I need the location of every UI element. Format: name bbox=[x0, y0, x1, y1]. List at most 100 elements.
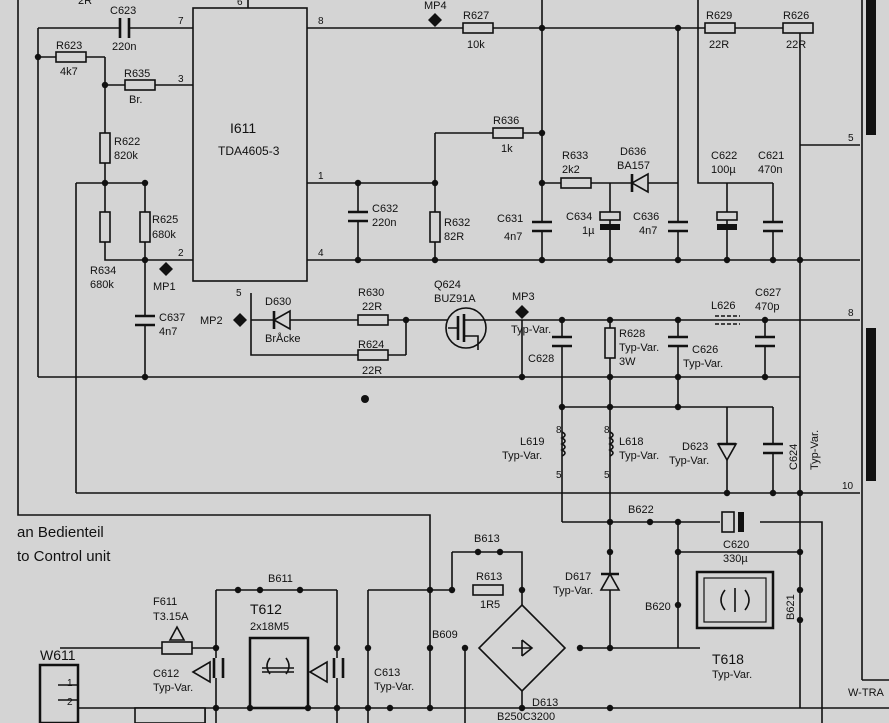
label-d630: D630 bbox=[265, 296, 291, 308]
label-r630: R630 bbox=[358, 287, 384, 299]
label-r632-value: 82R bbox=[444, 231, 464, 243]
ic-ref: I611 bbox=[230, 120, 256, 136]
label-r628-watt: 3W bbox=[619, 356, 636, 368]
label-c621: C621 bbox=[758, 150, 784, 162]
label-c622: C622 bbox=[711, 150, 737, 162]
capacitor-c622 bbox=[716, 211, 738, 230]
pin-1: 1 bbox=[318, 171, 324, 182]
label-c634: C634 bbox=[566, 211, 592, 223]
semiconductors bbox=[161, 172, 740, 693]
fuse-f611 bbox=[161, 625, 193, 655]
label-q624-value: BUZ91A bbox=[434, 293, 476, 305]
label-r636: R636 bbox=[493, 115, 519, 127]
label-c622-value: 100µ bbox=[711, 164, 736, 176]
connector-bar-bottom bbox=[866, 328, 876, 481]
label-t612-value: 2x18M5 bbox=[250, 621, 289, 633]
label-l619-pin8: 8 bbox=[556, 425, 562, 436]
pin-3: 3 bbox=[178, 74, 184, 85]
bridge-rectifier-d613 bbox=[477, 603, 567, 693]
ic-part: TDA4605-3 bbox=[218, 144, 280, 158]
label-mp2: MP2 bbox=[200, 315, 223, 327]
label-l619-value: Typ-Var. bbox=[502, 450, 542, 462]
label-r627: R627 bbox=[463, 10, 489, 22]
ic-i611: I611 TDA4605-3 6 7 8 3 1 2 4 5 bbox=[178, 0, 324, 299]
label-b622: B622 bbox=[628, 504, 654, 516]
label-r613-value: 1R5 bbox=[480, 599, 500, 611]
label-c636: C636 bbox=[633, 211, 659, 223]
testpoint-mp2 bbox=[233, 313, 247, 327]
label-c637: C637 bbox=[159, 312, 185, 324]
label-wtra: W-TRA bbox=[848, 687, 885, 699]
label-r634: R634 bbox=[90, 265, 116, 277]
label-w611-pin2: 2 bbox=[67, 697, 73, 708]
label-r633-value: 2k2 bbox=[562, 164, 580, 176]
label-r623-value: 4k7 bbox=[60, 66, 78, 78]
label-d617-value: Typ-Var. bbox=[553, 585, 593, 597]
capacitor-c634 bbox=[599, 211, 621, 230]
label-c636-value: 4n7 bbox=[639, 225, 657, 237]
label-t618-value: Typ-Var. bbox=[712, 669, 752, 681]
label-f611-value: T3.15A bbox=[153, 611, 189, 623]
resistor-r625 bbox=[139, 211, 151, 243]
label-c626: C626 bbox=[692, 344, 718, 356]
label-r622: R622 bbox=[114, 136, 140, 148]
resistor-r633 bbox=[560, 177, 592, 189]
diode-d617 bbox=[599, 572, 621, 591]
label-r635-value: Br. bbox=[129, 94, 142, 106]
label-r628: R628 bbox=[619, 328, 645, 340]
label-c632-value: 220n bbox=[372, 217, 396, 229]
label-c627: C627 bbox=[755, 287, 781, 299]
label-mp1: MP1 bbox=[153, 281, 176, 293]
capacitor-c632 bbox=[348, 210, 368, 223]
label-c626-value: Typ-Var. bbox=[683, 358, 723, 370]
connector-bar-top bbox=[866, 0, 876, 135]
label-b613: B613 bbox=[474, 533, 500, 545]
label-d636-value: BA157 bbox=[617, 160, 650, 172]
capacitor-c621 bbox=[763, 220, 783, 233]
label-c628: C628 bbox=[528, 353, 554, 365]
connector-w611 bbox=[38, 663, 80, 723]
transformers bbox=[38, 0, 876, 723]
resistors bbox=[55, 22, 814, 596]
testpoint-mp4 bbox=[428, 13, 442, 27]
label-b621: B621 bbox=[785, 594, 797, 620]
label-d623: D623 bbox=[682, 441, 708, 453]
label-l619: L619 bbox=[520, 436, 544, 448]
label-c620: C620 bbox=[723, 539, 749, 551]
label-b620: B620 bbox=[645, 601, 671, 613]
label-sr: 2R bbox=[78, 0, 92, 7]
label-r626-value: 22R bbox=[786, 39, 806, 51]
label-bedien-en: to Control unit bbox=[17, 548, 111, 565]
label-l619-pin5: 5 bbox=[556, 470, 562, 481]
label-tp5: 5 bbox=[848, 133, 854, 144]
label-r636-value: 1k bbox=[501, 143, 513, 155]
label-c612-value: Typ-Var. bbox=[153, 682, 193, 694]
label-c624: C624 bbox=[788, 444, 800, 470]
resistor-r634 bbox=[99, 211, 111, 243]
label-bedien-de: an Bedienteil bbox=[17, 524, 104, 541]
label-r629-value: 22R bbox=[709, 39, 729, 51]
inductor-l619 bbox=[560, 431, 566, 457]
label-c632: C632 bbox=[372, 203, 398, 215]
resistor-r624 bbox=[357, 349, 389, 361]
capacitor-c623 bbox=[118, 18, 131, 38]
junctions bbox=[34, 13, 804, 712]
label-l618-pin8: 8 bbox=[604, 425, 610, 436]
capacitor-c624 bbox=[763, 442, 783, 455]
inductor-l626 bbox=[715, 315, 740, 325]
label-r626: R626 bbox=[783, 10, 809, 22]
label-b611: B611 bbox=[268, 573, 293, 585]
pin-6: 6 bbox=[237, 0, 243, 8]
label-c627-value: 470p bbox=[755, 301, 779, 313]
label-r632: R632 bbox=[444, 217, 470, 229]
capacitor-c637 bbox=[135, 314, 155, 327]
label-q624: Q624 bbox=[434, 279, 461, 291]
label-r624: R624 bbox=[358, 339, 384, 351]
label-r630-value: 22R bbox=[362, 301, 382, 313]
label-mp3: MP3 bbox=[512, 291, 535, 303]
capacitor-c612 bbox=[212, 658, 225, 678]
label-r623: R623 bbox=[56, 40, 82, 52]
transformer-t612 bbox=[248, 636, 310, 710]
resistor-r622 bbox=[99, 132, 111, 164]
label-c621-value: 470n bbox=[758, 164, 782, 176]
